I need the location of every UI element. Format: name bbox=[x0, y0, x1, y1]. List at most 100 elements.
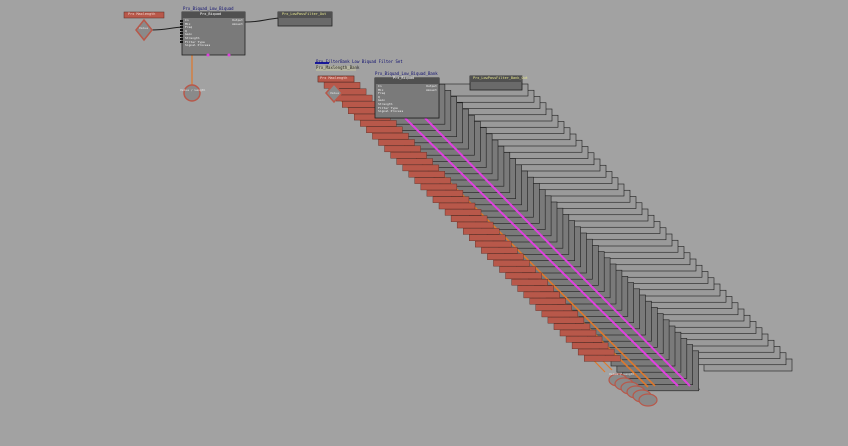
stack-node bbox=[426, 190, 464, 197]
stack-node bbox=[511, 279, 548, 286]
stack-node bbox=[378, 139, 415, 146]
stack-node bbox=[553, 323, 591, 330]
port-label[interactable]: Gain bbox=[378, 98, 386, 103]
port-dot bbox=[180, 26, 183, 28]
stack-node bbox=[565, 336, 603, 343]
stack-node bbox=[577, 348, 615, 356]
stack-node bbox=[360, 120, 397, 127]
stack-node bbox=[390, 151, 427, 159]
stack-node bbox=[438, 202, 476, 210]
stack-node bbox=[456, 221, 494, 229]
node-header bbox=[470, 76, 522, 82]
graph-b-value-out[interactable]: Value / Length bbox=[609, 372, 635, 376]
graph-b-main-label: Prx_Biquad_Low_Biquad_Bank bbox=[375, 71, 438, 76]
graph-a-out-title[interactable]: Prx_LowPassFilter_Out bbox=[282, 12, 327, 16]
stack-node bbox=[529, 298, 566, 305]
stack-node bbox=[323, 82, 361, 89]
port-label[interactable]: Output bbox=[426, 84, 437, 88]
wire bbox=[424, 117, 691, 387]
node-header bbox=[278, 12, 332, 18]
stack-node bbox=[517, 285, 554, 292]
graph-b-float-title[interactable]: Prx Maxlength bbox=[320, 76, 348, 80]
port-dot bbox=[180, 38, 183, 40]
stack-node bbox=[493, 259, 530, 267]
stack-node bbox=[432, 196, 470, 203]
port-dot bbox=[227, 53, 231, 57]
comment-bg bbox=[316, 66, 356, 71]
stack-node bbox=[463, 228, 500, 235]
stack-node bbox=[571, 342, 609, 349]
graph-b-value-node[interactable]: Value bbox=[330, 91, 340, 95]
wire bbox=[150, 26, 183, 31]
port-label[interactable]: Output bbox=[232, 18, 243, 22]
stack-node bbox=[505, 272, 542, 280]
port-label[interactable]: Filter Type bbox=[378, 105, 398, 110]
port-label[interactable]: Freq bbox=[378, 91, 386, 96]
graph-b-out-title[interactable]: Prx_LowPassFilter_Bank_Out bbox=[473, 76, 528, 80]
node-header bbox=[375, 78, 439, 84]
port-label[interactable]: Signal Process bbox=[378, 109, 404, 114]
port-dot bbox=[180, 29, 183, 31]
port-dot bbox=[180, 35, 183, 37]
graph-a-value-out[interactable]: Value / Length bbox=[180, 88, 206, 92]
stack-node bbox=[523, 291, 560, 299]
stack-node bbox=[444, 209, 482, 216]
stack-node bbox=[535, 304, 572, 311]
graph-b-main-title[interactable]: Prx_Biquad bbox=[393, 76, 415, 80]
port-label[interactable]: Q bbox=[185, 28, 187, 33]
value-diamond bbox=[324, 82, 344, 104]
node-header bbox=[182, 12, 245, 18]
port-label[interactable]: Filter Type bbox=[185, 39, 205, 44]
graph-a-float-title[interactable]: Prx Maxlength bbox=[128, 12, 156, 16]
wire bbox=[404, 117, 679, 387]
value-diamond bbox=[135, 18, 153, 42]
graph-b-subcomment: Prx_Maxlength_Bank bbox=[316, 65, 360, 70]
graph-a-value-node[interactable]: Value bbox=[139, 26, 149, 30]
port-label[interactable]: In bbox=[378, 84, 382, 88]
stack-node bbox=[559, 329, 597, 337]
port-label[interactable]: Amount bbox=[232, 21, 243, 26]
port-label[interactable]: Mix bbox=[378, 87, 384, 92]
stack-node bbox=[475, 240, 512, 248]
port-label[interactable]: In bbox=[185, 18, 189, 22]
stack-node bbox=[414, 177, 451, 184]
stack-node bbox=[499, 266, 536, 273]
stack-node bbox=[396, 158, 433, 165]
port-label[interactable]: Mix bbox=[185, 21, 191, 26]
port-label[interactable]: Q bbox=[378, 94, 380, 99]
stack-node bbox=[402, 164, 439, 172]
port-label[interactable]: Freq bbox=[185, 25, 193, 30]
stack-node bbox=[372, 132, 409, 140]
graph-a-wires bbox=[150, 17, 281, 86]
stack-node bbox=[408, 171, 445, 178]
port-label[interactable]: Strength bbox=[378, 102, 393, 106]
port-dot bbox=[180, 41, 183, 43]
port-dot bbox=[180, 23, 183, 25]
stack-node bbox=[384, 145, 421, 153]
port-label[interactable]: Signal Process bbox=[185, 43, 211, 48]
stack-node bbox=[450, 215, 488, 222]
node-stack-layer bbox=[317, 75, 793, 407]
stack-node bbox=[469, 234, 506, 241]
graph-b-comment: Prx_FilterBank Low Biquad Filter Set bbox=[316, 59, 403, 64]
stack-node bbox=[487, 253, 524, 261]
stack-node bbox=[342, 101, 379, 108]
value-circle bbox=[183, 84, 201, 102]
wire bbox=[244, 17, 281, 23]
node-header bbox=[317, 75, 355, 83]
port-dot bbox=[180, 20, 183, 22]
stack-node bbox=[481, 247, 518, 254]
port-label[interactable]: Amount bbox=[426, 87, 437, 92]
graph-nodes-layer bbox=[123, 11, 523, 119]
value-circle bbox=[638, 393, 658, 407]
stack-node bbox=[547, 317, 585, 324]
stack-node bbox=[541, 310, 579, 318]
port-dot bbox=[180, 32, 183, 34]
stack-node bbox=[335, 94, 373, 102]
graph-a-main-label: Prx_Biquad_Low_Biquad bbox=[183, 6, 234, 11]
graph-a-main-title[interactable]: Prx_Biquad bbox=[200, 12, 222, 16]
node-header bbox=[123, 11, 165, 19]
port-label[interactable]: Gain bbox=[185, 32, 193, 37]
port-label[interactable]: Strength bbox=[185, 36, 200, 40]
